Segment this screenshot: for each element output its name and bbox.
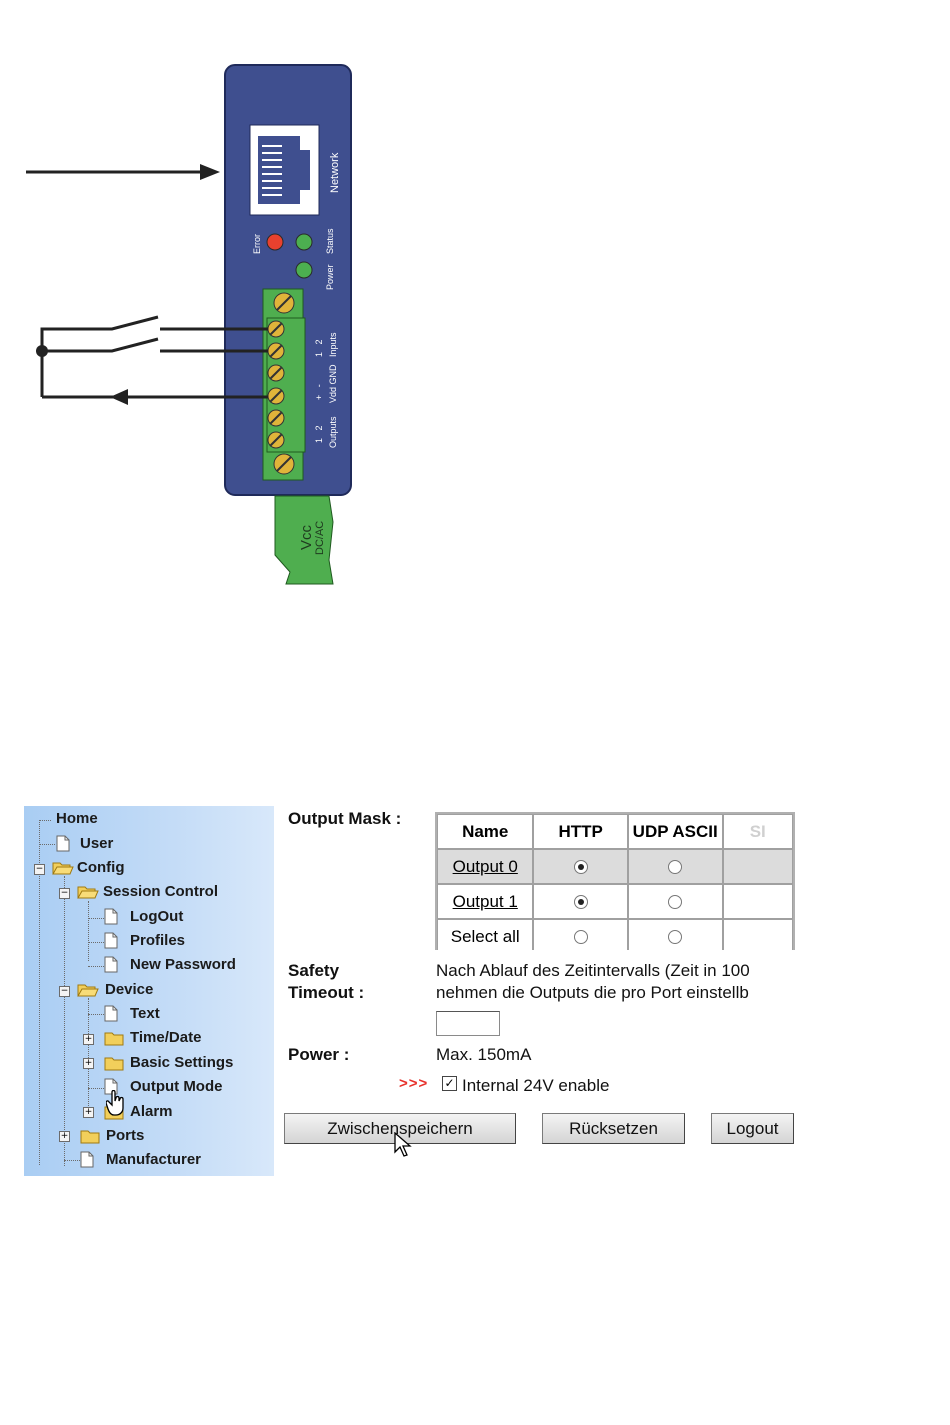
folder-open-icon [77,886,99,899]
safety-label-line-1: Safety [288,961,340,980]
tree-item-label: Device [105,981,154,998]
column-header-si: SI [722,814,793,849]
folder-icon [104,1032,124,1046]
output-name: Output 0 [452,856,518,876]
tree-item-label: Config [77,859,125,876]
output-mask-table-wrap: Name HTTP UDP ASCII SI Output 0 Output 1… [435,812,795,950]
power-value: Max. 150mA [436,1045,532,1064]
tree-item-label: LogOut [130,908,184,925]
table-row: Output 0 [437,849,793,884]
folder-icon [80,1130,100,1144]
output-0-link[interactable]: Output 0 [437,849,534,884]
status-led-label: Status [325,228,335,254]
tree-item-label: Alarm [130,1103,173,1120]
folder-open-icon [52,862,74,875]
output-1-link[interactable]: Output 1 [437,884,534,919]
column-header-http: HTTP [533,814,628,849]
output-0-http-radio[interactable] [573,860,588,875]
power-connector [274,495,334,585]
expand-ports-icon[interactable]: + [59,1131,70,1142]
inputs-label: Inputs [328,332,338,357]
expand-time-date-icon[interactable]: + [83,1034,94,1045]
tree-item-label: Ports [106,1127,145,1144]
table-row: Select all [437,919,793,950]
safety-text-line-1: Nach Ablauf des Zeitintervalls (Zeit in … [436,961,750,980]
select-all-cell: Select all [437,919,534,950]
collapse-session-control-icon[interactable]: − [59,888,70,899]
tree-item-label: Home [56,810,98,827]
select-all-udp-radio[interactable] [668,930,683,945]
device-illustration: Network Error Status Power 1 2 Inputs + … [26,64,352,585]
page-icon [56,835,70,852]
output-mask-label: Output Mask : [288,809,402,828]
terminal-screws [267,292,295,475]
folder-open-icon [77,984,99,997]
dcac-label: DC/AC [314,521,326,555]
tree-item-label: Output Mode [130,1078,223,1095]
reset-button[interactable]: Rücksetzen [542,1113,685,1144]
network-arrow [26,164,220,180]
internal-24v-label: Internal 24V enable [462,1076,610,1095]
output-arrow [110,389,128,405]
folder-icon [104,1057,124,1071]
junction-dot [36,345,48,357]
output-1-udp-radio[interactable] [668,895,683,910]
power-led [295,261,313,279]
internal-24v-checkbox[interactable]: ✓ [442,1076,457,1091]
output-1-http-radio[interactable] [573,895,588,910]
page-icon [80,1151,94,1168]
output-0-udp-radio[interactable] [668,860,683,875]
arrow-cursor-icon [394,1132,412,1157]
safety-text-line-2: nehmen die Outputs die pro Port einstell… [436,983,749,1002]
tree-item-label: Time/Date [130,1029,202,1046]
inputs-numbers-label: 1 2 [314,339,324,357]
save-button[interactable]: Zwischenspeichern [284,1113,516,1144]
expand-alarm-icon[interactable]: + [83,1107,94,1118]
safety-label-line-2: Timeout : [288,983,365,1002]
network-port [249,124,320,216]
page-icon [104,956,118,973]
column-header-name: Name [437,814,534,849]
column-header-udp-ascii: UDP ASCII [627,814,723,849]
attention-arrows: >>> [399,1075,429,1092]
power-led-label: Power [325,264,335,290]
page-icon [104,1005,118,1022]
output-name: Output 1 [452,891,518,911]
error-led-label: Error [252,234,262,254]
select-all-http-radio[interactable] [573,930,588,945]
tree-item-label: Text [130,1005,160,1022]
output-mask-table: Name HTTP UDP ASCII SI Output 0 Output 1… [435,812,795,950]
outputs-numbers-label: 1 2 [314,425,324,443]
navigation-tree: − − − + + + + Home User Config Session C… [24,806,274,1176]
collapse-config-icon[interactable]: − [34,864,45,875]
outputs-label: Outputs [328,416,338,448]
tree-item-label: Profiles [130,932,186,949]
wiring [40,315,268,399]
expand-basic-settings-icon[interactable]: + [83,1058,94,1069]
logout-button[interactable]: Logout [711,1113,794,1144]
error-led [266,233,284,251]
hand-cursor-icon [106,1090,124,1116]
table-row: Output 1 [437,884,793,919]
tree-item-label: Manufacturer [106,1151,202,1168]
terminal-block [262,288,306,481]
select-all-label: Select all [450,926,520,946]
tree-item-label: User [80,835,114,852]
tree-item-label: Session Control [103,883,219,900]
network-label: Network [329,152,341,193]
safety-timeout-input[interactable] [436,1011,500,1036]
page-icon [104,908,118,925]
supply-signs-label: + - [314,384,324,400]
supply-label: Vdd GND [328,364,338,403]
collapse-device-icon[interactable]: − [59,986,70,997]
tree-item-label: New Password [130,956,236,973]
power-label: Power : [288,1045,350,1064]
status-led [295,233,313,251]
page-icon [104,932,118,949]
vcc-label: Vcc [298,524,315,550]
tree-item-label: Basic Settings [130,1054,234,1071]
